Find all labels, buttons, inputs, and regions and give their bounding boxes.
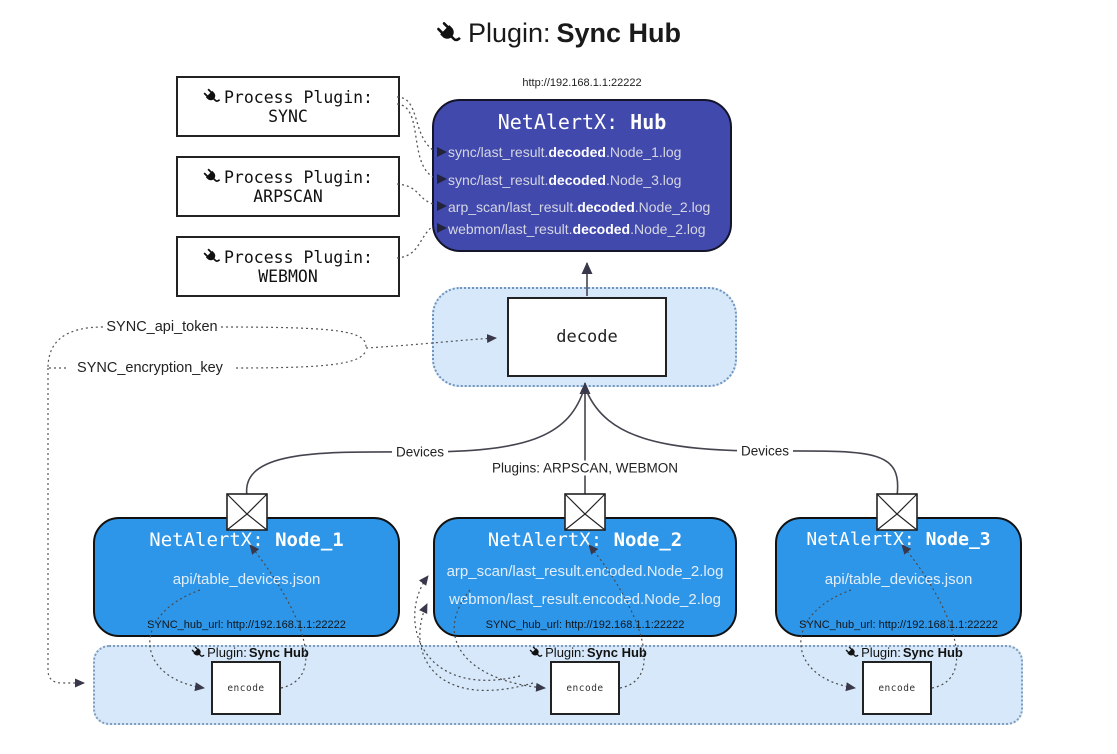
node-3-box: NetAlertX: Node_3 api/table_devices.json… [775, 517, 1022, 637]
plugin-to-hub-connectors [396, 96, 434, 259]
log-pre: webmon/last_result. [448, 221, 573, 237]
node-title: NetAlertX: Node_2 [435, 529, 735, 551]
hub-log-line: sync/last_result.decoded.Node_1.log [448, 144, 732, 162]
plug-icon [845, 646, 859, 660]
process-plugin-arpscan: Process Plugin: ARPSCAN [176, 156, 400, 217]
log-pre: sync/last_result. [448, 172, 549, 188]
process-plugin-name: ARPSCAN [253, 186, 323, 206]
node-title-bold: Node_3 [925, 529, 991, 550]
plug-icon [191, 646, 205, 660]
node-title: NetAlertX: Node_1 [95, 529, 398, 551]
edge-label-plugins: Plugins: ARPSCAN, WEBMON [487, 460, 683, 476]
log-bold: decoded [548, 172, 606, 188]
encode-box: encode [862, 661, 932, 715]
encode-box: encode [550, 661, 620, 715]
hub-title-bold: Hub [630, 110, 667, 134]
edge-label-devices-right: Devices [736, 443, 794, 459]
node-title: NetAlertX: Node_3 [777, 529, 1020, 550]
node-hub-url: SYNC_hub_url: http://192.168.1.1:22222 [485, 619, 685, 631]
band-plugin-label: Plugin: Sync Hub [191, 645, 309, 660]
process-plugin-label: Process Plugin: [223, 87, 373, 107]
hub-box: NetAlertX: Hub sync/last_result.decoded.… [432, 99, 732, 252]
band-plugin-label: Plugin: Sync Hub [845, 645, 963, 660]
hub-log-line: sync/last_result.decoded.Node_3.log [448, 172, 732, 190]
node-file: arp_scan/last_result.encoded.Node_2.log [446, 563, 724, 580]
decode-box: decode [507, 297, 667, 377]
plug-icon [436, 21, 462, 47]
plug-icon [203, 168, 221, 186]
node-title-pre: NetAlertX: [806, 529, 926, 550]
page-title: Plugin: Sync Hub [0, 18, 1117, 49]
band-plugin-label: Plugin: Sync Hub [529, 645, 647, 660]
title-text: Plugin: [467, 18, 551, 48]
process-plugin-label: Process Plugin: [223, 167, 373, 187]
node-file: api/table_devices.json [824, 571, 973, 588]
log-post: .Node_2.log [634, 199, 711, 215]
band-plugin-bold: Sync Hub [902, 645, 963, 660]
process-plugin-name: SYNC [268, 106, 308, 126]
encode-box: encode [211, 661, 281, 715]
log-bold: decoded [572, 221, 631, 237]
hub-title: NetAlertX: Hub [434, 110, 730, 134]
hub-title-pre: NetAlertX: [497, 110, 631, 134]
band-plugin-bold: Sync Hub [586, 645, 647, 660]
process-plugin-sync: Process Plugin: SYNC [176, 76, 400, 137]
band-plugin-bold: Sync Hub [248, 645, 309, 660]
title-bold: Sync Hub [556, 18, 682, 48]
node-1-box: NetAlertX: Node_1 api/table_devices.json… [93, 517, 400, 637]
log-post: .Node_2.log [630, 221, 706, 237]
log-pre: arp_scan/last_result. [448, 199, 578, 215]
hub-log-line: arp_scan/last_result.decoded.Node_2.log [448, 199, 732, 217]
node-file: api/table_devices.json [172, 571, 321, 588]
process-plugin-name: WEBMON [258, 266, 318, 286]
node-title-bold: Node_1 [275, 529, 344, 551]
node-title-pre: NetAlertX: [487, 529, 614, 551]
log-post: .Node_1.log [605, 144, 682, 160]
sync-api-token-label: SYNC_api_token [102, 319, 222, 335]
process-plugin-webmon: Process Plugin: WEBMON [176, 236, 400, 297]
band-plugin-pre: Plugin: [207, 645, 247, 660]
node-title-pre: NetAlertX: [149, 529, 276, 551]
node-title-bold: Node_2 [613, 529, 683, 551]
edge-label-devices-left: Devices [391, 444, 449, 460]
band-plugin-pre: Plugin: [861, 645, 901, 660]
plug-icon [203, 88, 221, 106]
log-bold: decoded [577, 199, 635, 215]
log-bold: decoded [548, 144, 606, 160]
hub-log-line: webmon/last_result.decoded.Node_2.log [448, 221, 732, 239]
node-hub-url: SYNC_hub_url: http://192.168.1.1:22222 [799, 619, 998, 631]
hub-url: http://192.168.1.1:22222 [522, 77, 642, 89]
node-file: webmon/last_result.encoded.Node_2.log [449, 591, 721, 608]
node-2-box: NetAlertX: Node_2 arp_scan/last_result.e… [433, 517, 737, 637]
log-pre: sync/last_result. [448, 144, 549, 160]
plug-icon [529, 646, 543, 660]
band-plugin-pre: Plugin: [545, 645, 585, 660]
sync-encryption-key-label: SYNC_encryption_key [73, 360, 227, 376]
node-hub-url: SYNC_hub_url: http://192.168.1.1:22222 [147, 619, 346, 631]
process-plugin-label: Process Plugin: [223, 247, 373, 267]
plug-icon [203, 248, 221, 266]
log-post: .Node_3.log [605, 172, 682, 188]
